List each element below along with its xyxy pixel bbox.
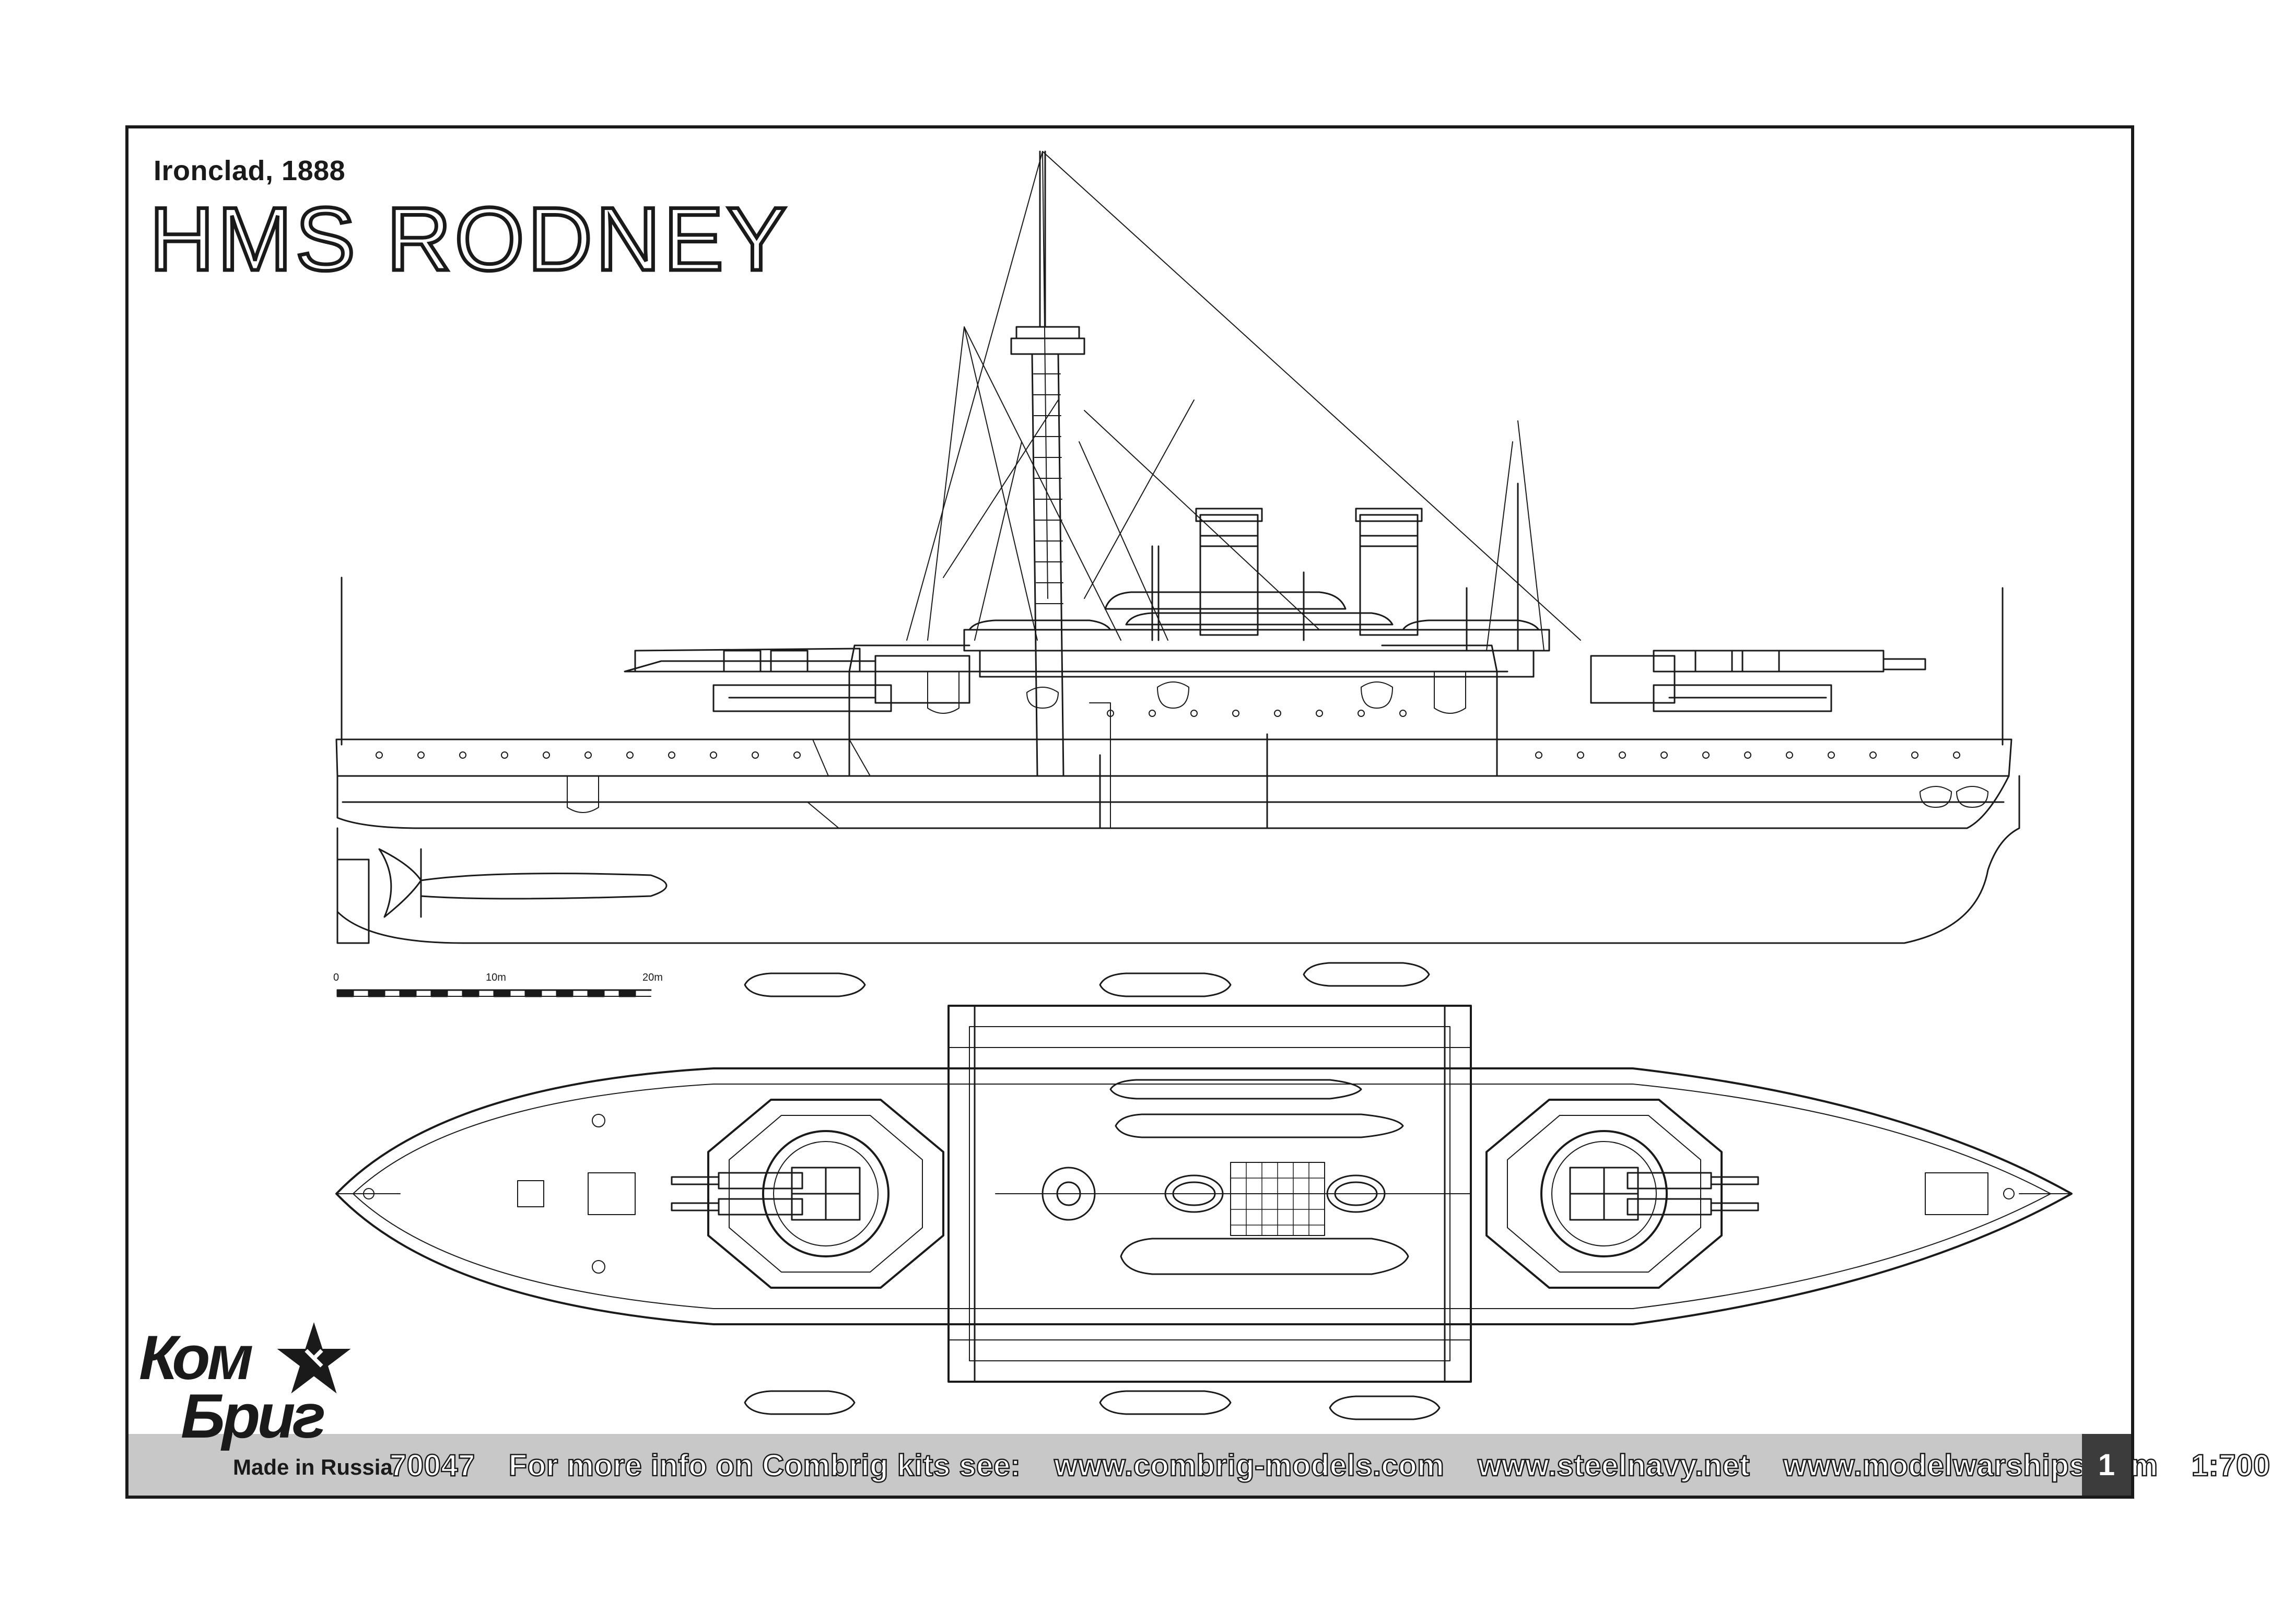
hull-details xyxy=(567,671,1988,829)
rigging-lines xyxy=(906,151,1581,651)
footer-info: 70047 For more info on Combrig kits see:… xyxy=(389,1444,2270,1486)
star-icon xyxy=(277,1322,351,1394)
funnels xyxy=(1151,508,1423,641)
side-boats-plan xyxy=(744,962,1441,1420)
logo-word-kom: Ком xyxy=(139,1323,253,1393)
main-mast xyxy=(1010,150,1085,777)
info-text: For more info on Combrig kits see: xyxy=(508,1448,1022,1483)
turret-plan-aft xyxy=(1485,1099,1759,1289)
side-turret-fore xyxy=(624,648,970,712)
ship-drawings xyxy=(335,150,2073,1420)
side-profile xyxy=(335,150,2020,944)
side-turret-aft xyxy=(1590,650,1926,712)
drawing-sheet: Ironclad, 1888 HMS RODNEY xyxy=(125,125,2270,1499)
kit-number: 70047 xyxy=(389,1448,476,1483)
plan-view xyxy=(335,962,2073,1420)
logo-word-brig: Бриг xyxy=(181,1381,326,1451)
ship-type-subtitle: Ironclad, 1888 xyxy=(154,155,346,186)
scale-bar xyxy=(336,989,652,997)
rudder-and-propeller xyxy=(336,848,668,944)
link-steelnavy[interactable]: www.steelnavy.net xyxy=(1477,1448,1750,1483)
light-masts xyxy=(341,483,2004,746)
turret-plan-fore xyxy=(671,1099,944,1289)
drawing-scale: 1:700 xyxy=(2191,1448,2270,1483)
hull-portholes xyxy=(376,710,1960,759)
deck-fittings xyxy=(336,1114,2072,1274)
footer-band xyxy=(128,1434,2131,1496)
ship-name-title: HMS RODNEY xyxy=(148,189,790,289)
deck-outline xyxy=(335,1067,2073,1325)
hull-profile xyxy=(335,644,2020,944)
page-number-badge: 1 xyxy=(2082,1434,2131,1496)
made-in-russia: Made in Russia xyxy=(233,1455,393,1479)
link-combrig[interactable]: www.combrig-models.com xyxy=(1054,1448,1445,1483)
superstructure-boats xyxy=(963,591,1550,678)
combrig-logo: Ком Бриг Made in Russia xyxy=(139,1319,393,1491)
